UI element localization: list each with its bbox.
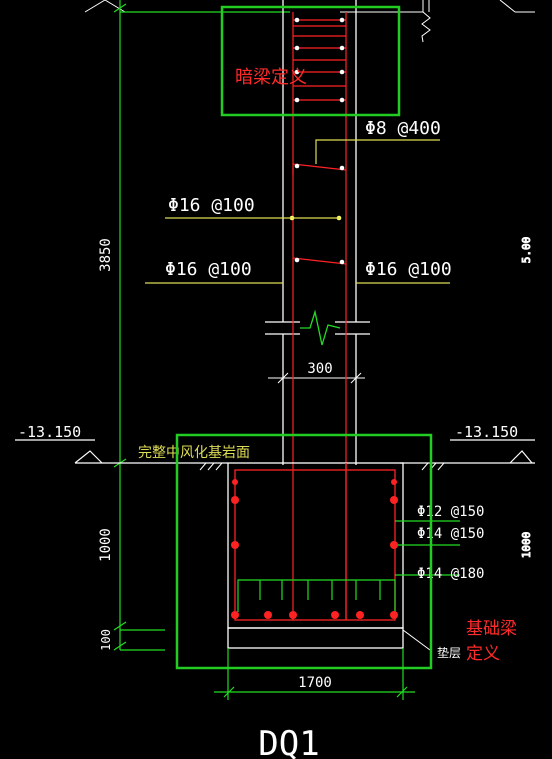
foundation-rebar: [234, 463, 396, 621]
wall-rebar: [292, 12, 347, 620]
height-dimension-100: 100: [99, 629, 113, 651]
svg-text:100: 100: [99, 629, 113, 651]
soil-hatch: [199, 462, 445, 471]
found-width-dimension: [214, 648, 415, 700]
ground-line: [15, 439, 535, 464]
shear-wall-section-drawing: 3850 1000 100 5.00 1000 300: [15, 0, 535, 759]
break-zigzag: [300, 309, 341, 346]
wall-width-label: 300: [307, 361, 332, 377]
svg-text:3850: 3850: [98, 238, 114, 272]
rock-surface-note: 完整中风化基岩面: [138, 444, 250, 461]
hidden-beam-label: 暗梁定义: [235, 67, 307, 88]
svg-text:5.00: 5.00: [520, 237, 533, 264]
height-dimension-1000: 1000: [98, 528, 114, 562]
wall-break-symbol: [265, 321, 370, 335]
found-width-label: 1700: [298, 675, 332, 691]
height-dimension-3850: 3850: [98, 238, 114, 272]
left-dimension-line: [113, 0, 290, 651]
elevation-left: -13.150: [18, 423, 81, 441]
foundation-beam-label-2: 定义: [466, 644, 500, 664]
foundation-stirrups: [237, 520, 460, 612]
drawing-title: DQ1: [258, 724, 319, 759]
svg-text:1000: 1000: [520, 532, 533, 559]
right-edge-fragment: 5.00 1000: [520, 236, 534, 559]
wall-rebar-dots: [294, 17, 345, 265]
foundation-beam-box[interactable]: [175, 433, 433, 670]
label-rebar-left-lower: Φ16 @100: [165, 259, 252, 280]
svg-text:1000: 1000: [98, 528, 114, 562]
label-rebar-left-upper: Φ16 @100: [168, 195, 255, 216]
elevation-right: -13.150: [455, 423, 518, 441]
label-rebar-right-lower: Φ16 @100: [365, 259, 452, 280]
top-break-lines: [84, 0, 535, 43]
foundation-rebar-dots: [231, 479, 398, 619]
hidden-beam-box[interactable]: [220, 5, 401, 117]
label-found-rebar-1: Φ12 @150: [417, 504, 484, 520]
pad-leader: [402, 629, 431, 651]
foundation-beam-label-1: 基础梁: [466, 619, 517, 639]
rebar-leaders: [145, 139, 450, 284]
pad-note: 垫层: [437, 645, 461, 660]
label-found-rebar-2: Φ14 @150: [417, 526, 484, 542]
label-stirrup-top: Φ8 @400: [365, 118, 441, 139]
label-found-rebar-3: Φ14 @180: [417, 566, 484, 582]
wall-width-dimension: [268, 350, 365, 385]
